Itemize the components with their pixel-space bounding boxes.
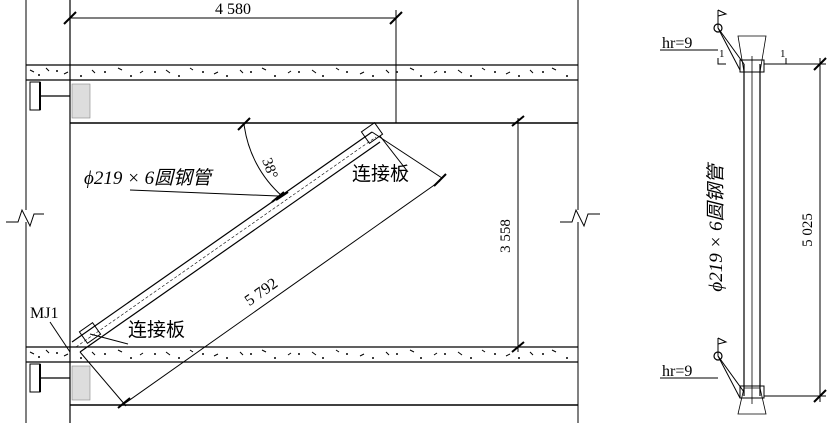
lower-beam-connection [29,363,91,401]
weld-symbol-bottom [660,337,745,399]
break-line-left [6,208,44,228]
upper-beam-connection [29,81,91,119]
member-leader-tick [271,191,285,203]
angle-label: 38° [258,156,280,181]
upper-plate-leader [379,135,409,173]
upper-connection-plate [360,121,384,145]
lower-plate-leader [89,333,129,345]
angle-arc [237,117,289,201]
side-view-member [737,35,767,415]
joint-label: MJ1 [30,305,58,322]
member-label-leader [129,189,279,197]
top-dimension-line [63,10,403,123]
upper-floor-slab [26,64,578,81]
section-mark-left-symbol [717,58,726,65]
weld-size-top: hr=9 [662,35,692,52]
story-height-label: 3 558 [498,219,514,253]
upper-plate-label: 连接板 [352,163,409,185]
brace-member-label: ϕ219 × 6圆钢管 [84,167,214,189]
section-mark-left: 1 [719,48,725,60]
diagonal-steel-pipe-brace [71,131,381,353]
lower-plate-label: 连接板 [128,319,185,341]
section-mark-right: 1 [780,48,786,60]
weld-size-bottom: hr=9 [662,363,692,380]
story-height-dimension-line [511,115,525,353]
side-height-label: 5 025 [800,213,816,247]
top-width-dimension: 4 580 [215,1,251,18]
brace-length-label: 5 792 [242,275,281,310]
joint-leader [49,321,71,353]
lower-floor-slab [26,346,578,363]
break-line-right [560,208,600,228]
lower-connection-plate [78,321,102,345]
brace-length-dimension-line [79,131,447,409]
side-member-label: ϕ219 × 6圆钢管 [705,161,727,291]
side-height-dimension-line [764,57,827,403]
weld-symbol-top [660,9,745,71]
